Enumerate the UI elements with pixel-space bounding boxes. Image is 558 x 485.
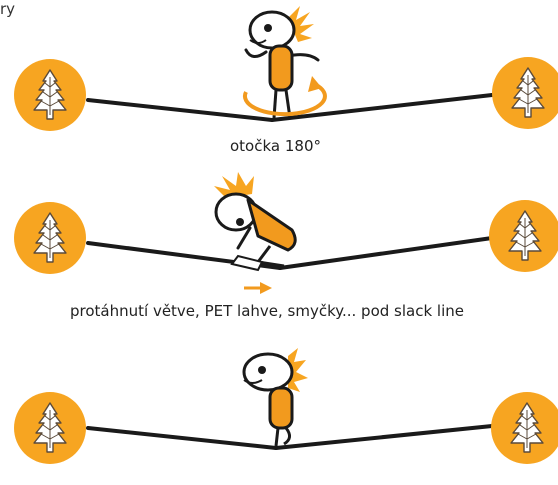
corner-text: ry [0, 0, 16, 18]
tree-icon [490, 391, 558, 465]
tree-icon [491, 56, 558, 130]
tree-icon [13, 201, 87, 275]
direction-arrow-icon [244, 282, 272, 294]
figure-icon [244, 6, 320, 119]
figure-icon [214, 172, 297, 272]
slack-line [270, 93, 494, 122]
slack-line [86, 426, 278, 450]
slackline-row-1 [13, 6, 558, 132]
slack-line [274, 424, 494, 450]
tree-icon [13, 58, 87, 132]
caption-spin: otočka 180° [230, 137, 321, 155]
slack-line [86, 98, 274, 122]
figure-icon [242, 348, 308, 447]
slack-line [278, 236, 494, 270]
slackline-row-3 [13, 348, 558, 465]
rotation-arrow-icon [242, 76, 327, 117]
tree-icon [488, 199, 558, 273]
slackline-row-2 [13, 172, 558, 294]
caption-obstacle: protáhnutí větve, PET lahve, smyčky... p… [70, 302, 464, 320]
tree-icon [13, 391, 87, 465]
